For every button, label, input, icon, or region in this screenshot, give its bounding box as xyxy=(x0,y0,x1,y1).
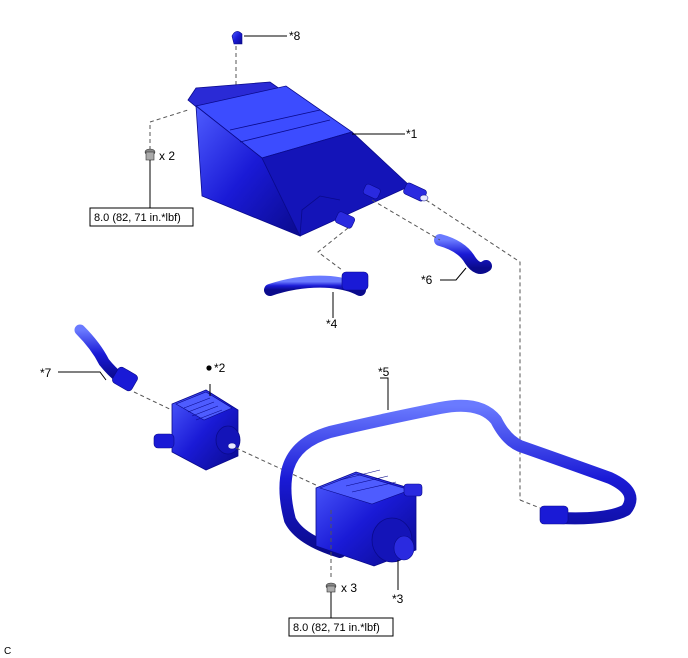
dash-bolt-top xyxy=(149,109,189,150)
filled-circle-icon xyxy=(206,365,212,371)
dash-6b xyxy=(371,199,441,241)
bolt-icon xyxy=(144,148,156,161)
hose-part-5 xyxy=(279,399,637,558)
leader-6 xyxy=(440,267,467,281)
torque-spec-bottom: 8.0 (82, 71 in.*lbf) xyxy=(288,617,394,637)
corner-code: C xyxy=(4,646,11,657)
leader-5 xyxy=(380,377,389,410)
callout-5: *5 xyxy=(378,365,390,379)
hose-part-4 xyxy=(264,271,369,296)
dash-6 xyxy=(425,199,521,500)
hose-part-7 xyxy=(74,324,138,392)
quantity-top: x 2 xyxy=(159,149,175,163)
torque-spec-top-text: 8.0 (82, 71 in.*lbf) xyxy=(94,212,181,224)
filter-part-3 xyxy=(315,469,423,567)
dash-7 xyxy=(133,391,177,413)
torque-spec-top: 8.0 (82, 71 in.*lbf) xyxy=(89,207,194,227)
pump-module-part-2 xyxy=(153,389,241,471)
dash-4 xyxy=(317,227,349,271)
callout-4: *4 xyxy=(326,317,338,331)
quantity-bottom: x 3 xyxy=(341,581,357,595)
callout-3: *3 xyxy=(392,592,404,606)
callout-7: *7 xyxy=(40,366,52,380)
callout-8: *8 xyxy=(289,29,301,43)
dash-5 xyxy=(519,499,541,509)
callout-6: *6 xyxy=(421,273,433,287)
hose-part-6 xyxy=(434,234,492,274)
callout-2: *2 xyxy=(214,361,226,375)
callout-1: *1 xyxy=(406,127,418,141)
bolt-icon xyxy=(325,582,337,593)
clip-part-8 xyxy=(231,31,243,45)
torque-spec-bottom-text: 8.0 (82, 71 in.*lbf) xyxy=(293,622,380,634)
dash-2 xyxy=(235,447,319,487)
leader-7 xyxy=(58,371,107,381)
charcoal-canister-part-1 xyxy=(187,81,429,237)
